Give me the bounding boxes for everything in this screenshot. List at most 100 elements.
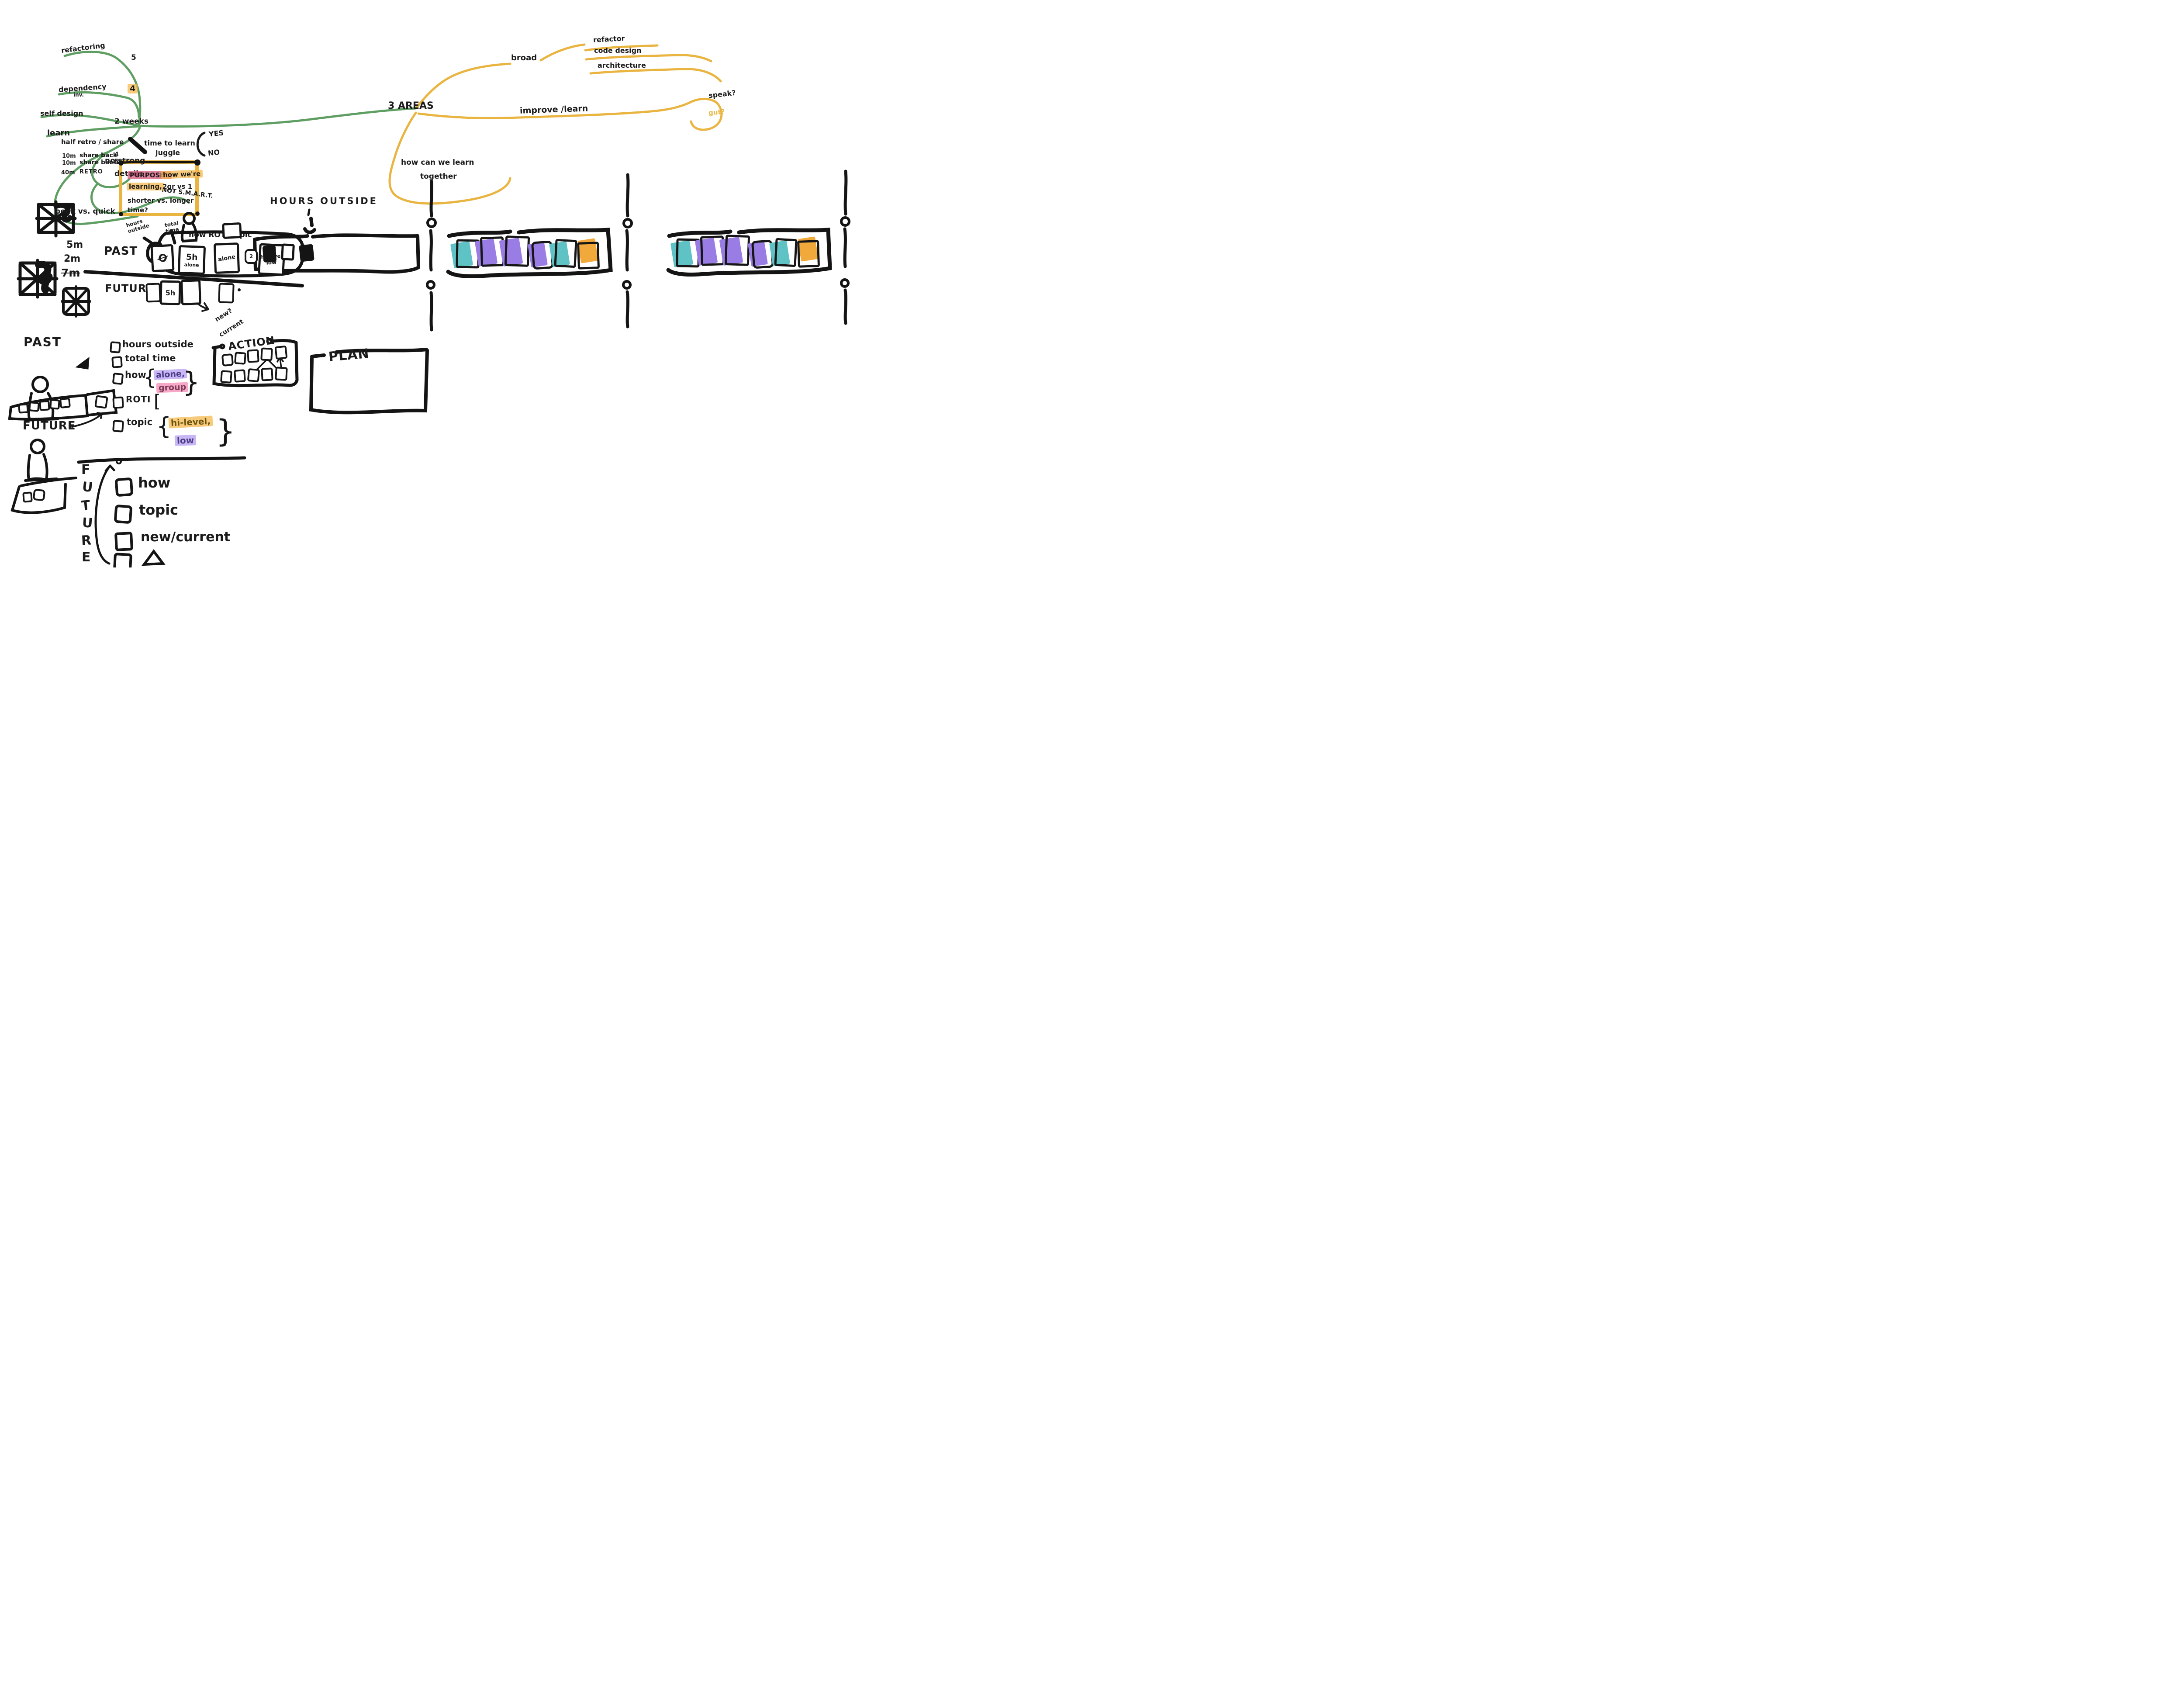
action-sticky[interactable]: [234, 369, 246, 383]
mindmap-label-how-can-we-learn[interactable]: how can we learn: [401, 158, 474, 167]
sticky-board-1[interactable]: [446, 228, 613, 278]
checkbox-topic[interactable]: [112, 420, 124, 432]
mindmap-label-together[interactable]: together: [420, 172, 457, 181]
future-checkbox-how[interactable]: [114, 477, 134, 497]
bottom-checklist-frame[interactable]: [77, 456, 246, 566]
action-sticky[interactable]: [221, 353, 234, 367]
duration-7m[interactable]: 7m: [61, 266, 80, 279]
purple-sticky[interactable]: [719, 235, 750, 266]
action-sticky[interactable]: [261, 367, 273, 381]
checkbox-total-time[interactable]: [111, 356, 123, 368]
action-sticky[interactable]: [274, 345, 288, 360]
mindmap-label-no-strong[interactable]: no strong: [105, 156, 145, 165]
mindmap-label-refactor[interactable]: refactor: [593, 34, 625, 44]
future-checkbox-new-current[interactable]: [114, 531, 134, 552]
checkbox-how[interactable]: [112, 372, 124, 385]
past-sticky-total-time[interactable]: 5h alone: [177, 245, 206, 275]
divider-column-2[interactable]: [622, 173, 633, 329]
future-checklist-how[interactable]: how: [138, 474, 171, 491]
checklist-low[interactable]: low: [174, 435, 197, 446]
table-sticky[interactable]: [39, 400, 50, 411]
past-col-label-how-roti-topic[interactable]: how ROTI topic: [189, 231, 252, 239]
future-sticky-5h[interactable]: 5h: [159, 280, 181, 305]
table-sticky[interactable]: [49, 399, 60, 410]
mindmap-score-5[interactable]: 5: [131, 53, 136, 62]
mindmap-label-inv[interactable]: inv.: [73, 92, 84, 98]
hours-outside-note-2[interactable]: [281, 243, 295, 261]
mindmap-yellow-branches[interactable]: [388, 43, 723, 205]
mindmap-label-gut[interactable]: gut?: [708, 107, 725, 117]
plan-board[interactable]: [309, 348, 429, 415]
orange-sticky[interactable]: [797, 236, 820, 268]
checklist-hours-outside[interactable]: hours outside: [122, 339, 194, 349]
mindmap-label-code-design[interactable]: code design: [594, 46, 642, 55]
future-checkbox-triangle[interactable]: [113, 552, 133, 567]
future-sticky-1[interactable]: [145, 283, 161, 303]
future-sticky-4[interactable]: [218, 283, 235, 304]
table-sticky[interactable]: [59, 397, 71, 409]
action-sticky[interactable]: [247, 368, 260, 383]
teal-sticky[interactable]: [450, 239, 480, 269]
mindmap-score-4[interactable]: 4: [128, 84, 138, 93]
table-sticky[interactable]: [28, 401, 40, 412]
mindmap-label-book-vs-quick[interactable]: book vs. quick: [55, 207, 115, 216]
scribble-square-filled[interactable]: [17, 259, 59, 299]
checklist-roti[interactable]: ROTI: [126, 394, 151, 405]
future-checklist-topic[interactable]: topic: [139, 502, 179, 518]
divider-column-3[interactable]: [840, 170, 850, 325]
sticky-board-2[interactable]: [666, 228, 832, 277]
orange-sticky[interactable]: [577, 238, 600, 270]
mindmap-green-branches[interactable]: [40, 51, 417, 225]
desk-sticky[interactable]: [32, 488, 46, 502]
mindmap-label-architecture[interactable]: architecture: [598, 61, 646, 69]
past-chip-roti[interactable]: 2: [245, 249, 258, 264]
future-scene-figure[interactable]: [10, 439, 77, 514]
hours-outside-note-1[interactable]: [262, 245, 277, 263]
action-sticky[interactable]: [220, 370, 232, 384]
action-sticky[interactable]: [275, 367, 288, 381]
checkbox-roti[interactable]: [112, 396, 124, 409]
scribble-square-crossed[interactable]: [35, 200, 77, 238]
divider-column-1[interactable]: [426, 180, 437, 332]
past-scene-figure[interactable]: [8, 356, 118, 428]
mindmap-label-3-areas[interactable]: 3 AREAS: [388, 100, 434, 111]
future-checkbox-topic[interactable]: [114, 504, 133, 524]
panel-sticky[interactable]: [94, 395, 108, 409]
duration-2m[interactable]: 2m: [64, 253, 81, 264]
teal-sticky[interactable]: [670, 238, 700, 268]
teal-sticky[interactable]: [769, 238, 798, 267]
hours-outside-title[interactable]: HOURS OUTSIDE: [270, 196, 378, 206]
past-scene-title[interactable]: PAST: [24, 335, 62, 349]
future-row-label[interactable]: FUTURE: [105, 282, 154, 294]
mindmap-label-self-design[interactable]: self design: [40, 109, 83, 118]
purple-sticky[interactable]: [474, 236, 505, 267]
future-scene-title[interactable]: FUTURE: [23, 419, 76, 432]
purple-sticky[interactable]: [499, 235, 530, 267]
purpose-board-frame[interactable]: [117, 159, 200, 216]
purple-sticky[interactable]: [748, 239, 774, 269]
desk-sticky[interactable]: [22, 491, 33, 503]
checklist-hi-level[interactable]: hi-level,: [168, 415, 213, 429]
checklist-topic[interactable]: topic: [127, 417, 153, 427]
mindmap-label-broad[interactable]: broad: [511, 53, 537, 62]
mindmap-label-2-weeks[interactable]: 2 weeks: [114, 117, 149, 126]
whiteboard-canvas[interactable]: refactoring 5 dependency inv. 4 self des…: [0, 0, 850, 567]
hours-outside-note-3[interactable]: [299, 244, 314, 262]
scribble-square-asterisk[interactable]: [61, 285, 91, 318]
past-sticky-hours-outside[interactable]: Ø: [150, 244, 175, 273]
mindmap-label-learn[interactable]: learn: [47, 128, 70, 138]
checklist-how[interactable]: how: [125, 370, 146, 380]
checkbox-hours-outside[interactable]: [110, 341, 121, 353]
past-row-label[interactable]: PAST: [104, 245, 138, 258]
action-sticky[interactable]: [247, 349, 259, 363]
action-sticky[interactable]: [260, 347, 273, 361]
purple-sticky[interactable]: [695, 235, 725, 266]
future-checklist-new-current[interactable]: new/current: [141, 529, 231, 545]
future-sticky-3[interactable]: [180, 279, 201, 305]
purple-sticky[interactable]: [528, 240, 554, 270]
past-top-sticky[interactable]: [222, 222, 242, 239]
teal-sticky[interactable]: [549, 239, 577, 268]
checklist-alone[interactable]: alone,: [153, 369, 187, 380]
action-sticky[interactable]: [234, 352, 246, 365]
